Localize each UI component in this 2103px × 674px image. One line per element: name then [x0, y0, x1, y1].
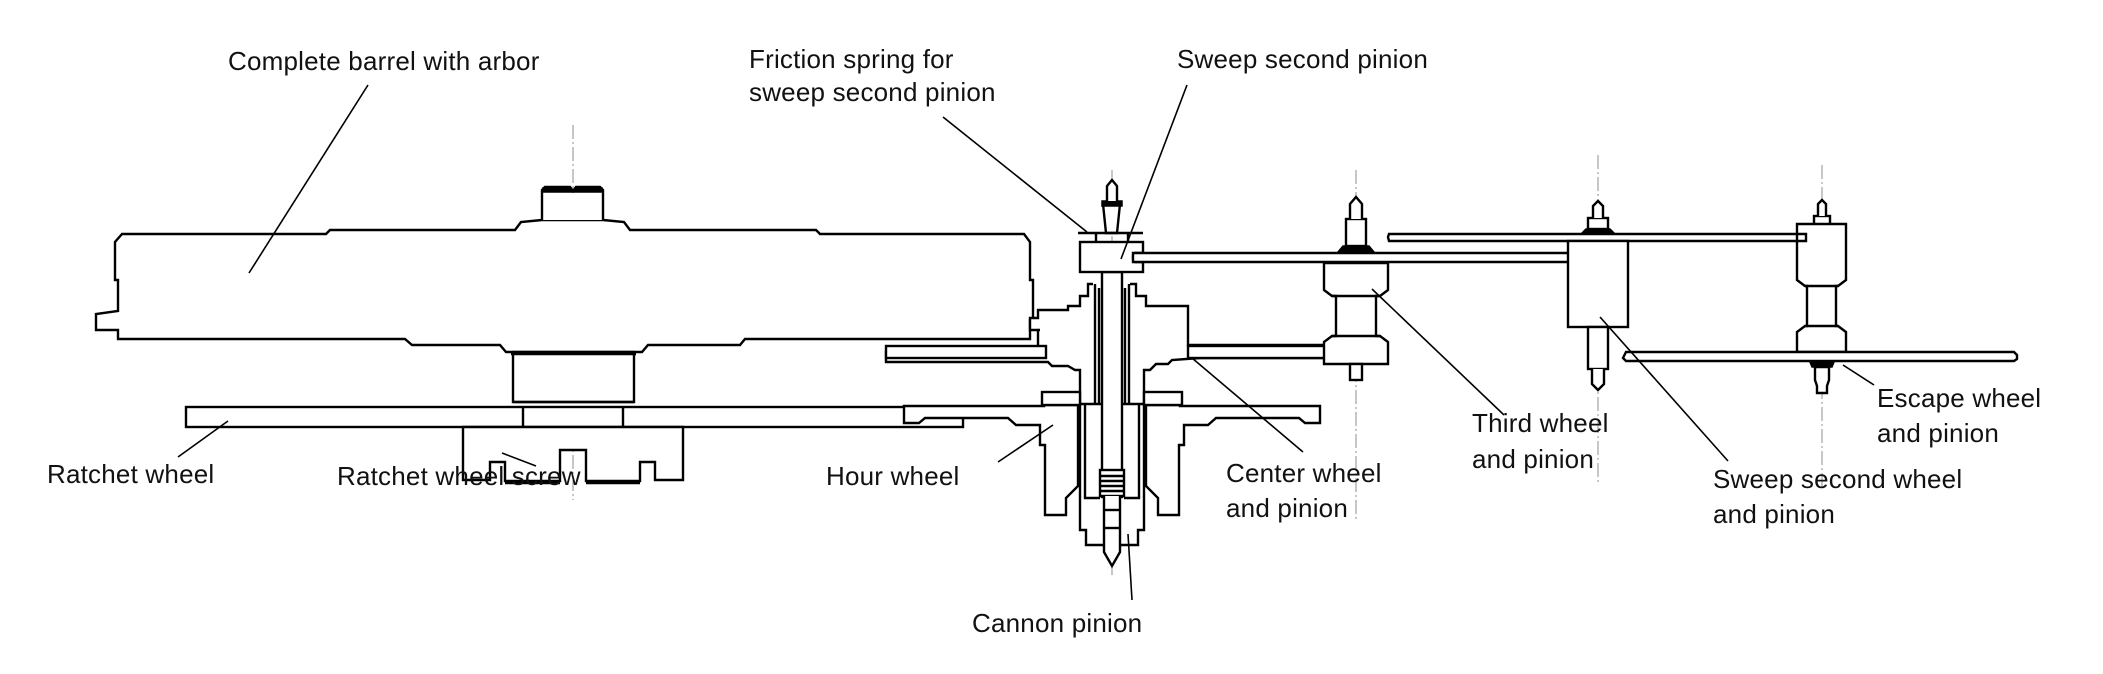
barrel-body: [94, 218, 1035, 354]
third-wheel-lower-pivot: [1348, 362, 1364, 382]
center-seconds-arbor: [1098, 178, 1126, 569]
sweep-second-lower-arbor: [1586, 325, 1610, 371]
leader-hour-wheel: [997, 424, 1054, 463]
lower-knurl: [1098, 468, 1126, 498]
leader-sweep-second-pinion: [1120, 84, 1188, 260]
cannon-pinion[interactable]: [1078, 404, 1146, 547]
top-pivot: [1101, 202, 1122, 235]
ratchet-screw-head: [461, 425, 685, 483]
third-wheel-plate: [1131, 251, 1582, 264]
center-wheel-left-plate: [884, 344, 1048, 360]
sweep-second-lower-pivot: [1590, 369, 1606, 392]
complete-barrel-with-arbor[interactable]: [94, 185, 1035, 404]
label-ratchet-wheel-screw: Ratchet wheel screw: [337, 461, 581, 491]
leader-center-wheel: [1191, 357, 1304, 453]
escape-top-pivot: [1816, 198, 1828, 216]
arbor-square-cap: [542, 187, 603, 194]
label-center-wheel-line2: and pinion: [1226, 493, 1348, 523]
hour-wheel[interactable]: [902, 390, 1322, 517]
escape-lower-pivot: [1813, 365, 1831, 395]
leader-ratchet-wheel: [177, 420, 229, 458]
arbor-hub: [511, 350, 636, 404]
third-wheel-upper-arbor: [1344, 217, 1368, 248]
label-sweep-second-wheel-line2: and pinion: [1713, 499, 1835, 529]
leader-lines: [177, 84, 1875, 601]
top-pivot-collar: [1101, 200, 1123, 207]
label-hour-wheel: Hour wheel: [826, 461, 960, 491]
lower-pivot: [1102, 496, 1122, 569]
label-escape-wheel-line2: and pinion: [1877, 418, 1999, 448]
sweep-second-block: [1566, 239, 1630, 329]
leader-barrel: [248, 84, 369, 274]
label-friction-spring-line1: Friction spring for: [749, 44, 954, 74]
leader-sweep-second-wheel: [1599, 316, 1729, 462]
center-shaft: [1100, 270, 1124, 499]
leader-cannon-pinion: [1127, 533, 1133, 601]
top-pivot-tip: [1105, 178, 1119, 201]
cannon-pinion-inner: [1083, 404, 1141, 500]
sweep-second-top-pivot: [1591, 199, 1605, 218]
ratchet-wheel-plate: [184, 405, 965, 429]
label-third-wheel-line2: and pinion: [1472, 444, 1594, 474]
hour-wheel-right-collar: [1142, 390, 1184, 407]
label-barrel: Complete barrel with arbor: [228, 46, 540, 76]
label-third-wheel-line1: Third wheel: [1472, 408, 1609, 438]
label-cannon-pinion: Cannon pinion: [972, 608, 1142, 638]
escape-pinion: [1795, 222, 1848, 354]
escape-wheel-plate: [1621, 350, 2019, 363]
label-ratchet-wheel: Ratchet wheel: [47, 459, 214, 489]
leader-escape-wheel: [1842, 364, 1875, 386]
third-wheel-pinion: [1322, 261, 1390, 366]
label-friction-spring-line2: sweep second pinion: [749, 77, 996, 107]
sweep-second-upper-arbor: [1586, 216, 1610, 231]
label-center-wheel-line1: Center wheel: [1226, 458, 1382, 488]
label-sweep-second-wheel-line1: Sweep second wheel: [1713, 464, 1962, 494]
label-escape-wheel-line1: Escape wheel: [1877, 383, 2041, 413]
labels: Complete barrel with arbor Friction spri…: [47, 44, 2041, 638]
ratchet-wheel-screw[interactable]: [461, 425, 685, 485]
leader-friction-spring: [942, 116, 1088, 233]
leader-third-wheel: [1371, 288, 1505, 416]
hour-wheel-left-collar: [1040, 390, 1082, 407]
label-sweep-second-pinion: Sweep second pinion: [1177, 44, 1428, 74]
sweep-second-wheel-and-pinion[interactable]: [1386, 199, 1814, 392]
third-wheel-collar: [1336, 245, 1376, 253]
third-wheel-top-pivot: [1348, 195, 1364, 219]
escape-wheel-and-pinion[interactable]: [1621, 198, 2019, 395]
escape-slot: [1797, 232, 1808, 243]
center-wheel-right-plate: [1186, 344, 1342, 360]
ratchet-wheel[interactable]: [184, 405, 965, 429]
escape-lower-collar: [1808, 361, 1836, 368]
cannon-pinion-body: [1078, 404, 1146, 547]
third-wheel-and-pinion[interactable]: [1131, 195, 1582, 382]
leader-ratchet-screw: [501, 452, 537, 467]
